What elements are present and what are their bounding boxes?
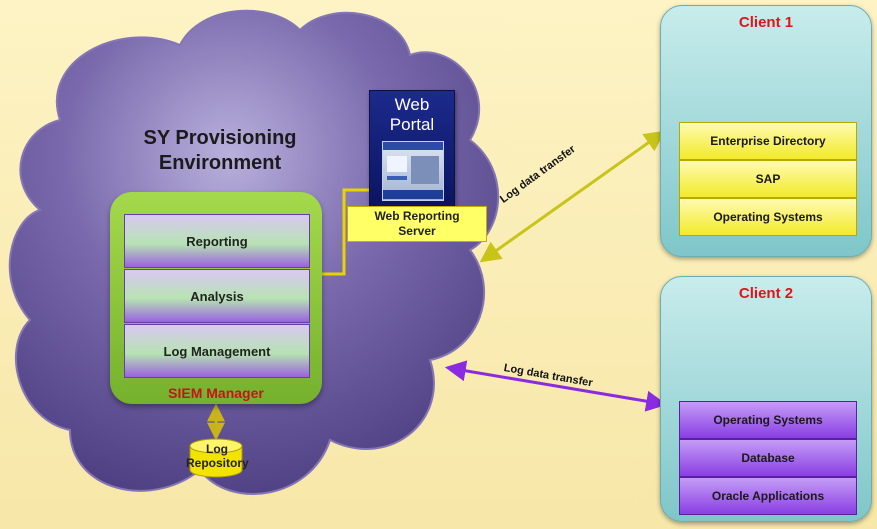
environment-title-line1: SY Provisioning: [143, 127, 297, 149]
siem-layer-log-management: Log Management: [124, 324, 310, 378]
client1-title: Client 1: [738, 14, 794, 31]
client2-title: Client 2: [738, 285, 794, 302]
web-portal-line2: Portal: [389, 115, 435, 134]
client2-transfer-arrow: [444, 360, 668, 412]
client1-transfer-arrow: [479, 130, 666, 263]
portal-screenshot-thumbnail: [382, 141, 444, 201]
web-portal-line1: Web: [394, 95, 430, 114]
web-reporting-server-line1: Web Reporting: [374, 209, 460, 223]
siem-layer-reporting: Reporting: [124, 214, 310, 268]
client2-box: Client 2 Operating Systems Database Orac…: [660, 276, 872, 522]
siem-layer-analysis: Analysis: [124, 269, 310, 323]
web-reporting-server-line2: Server: [398, 224, 436, 238]
log-repository-line2: Repository: [186, 456, 249, 470]
siem-manager-box: Reporting Analysis Log Management SIEM M…: [110, 192, 322, 404]
client2-item-oracle-applications: Oracle Applications: [679, 477, 857, 515]
siem-server-connector: [307, 188, 369, 276]
client1-item-operating-systems: Operating Systems: [679, 198, 857, 236]
client2-item-operating-systems: Operating Systems: [679, 401, 857, 439]
web-reporting-server-box: Web Reporting Server: [347, 206, 487, 242]
web-portal-box: Web Portal: [369, 90, 455, 208]
client1-box: Client 1 Enterprise Directory SAP Operat…: [660, 5, 872, 257]
log-repository-line1: Log: [206, 442, 228, 456]
siem-manager-label: SIEM Manager: [168, 385, 264, 401]
client1-item-enterprise-directory: Enterprise Directory: [679, 122, 857, 160]
environment-title: SY Provisioning Environment: [105, 126, 335, 176]
client2-item-database: Database: [679, 439, 857, 477]
log-repository-label: Log Repository: [186, 442, 249, 470]
log-repository-cylinder: [189, 438, 243, 478]
web-portal-label: Web Portal: [370, 95, 454, 135]
client1-item-sap: SAP: [679, 160, 857, 198]
environment-title-line2: Environment: [158, 152, 282, 174]
